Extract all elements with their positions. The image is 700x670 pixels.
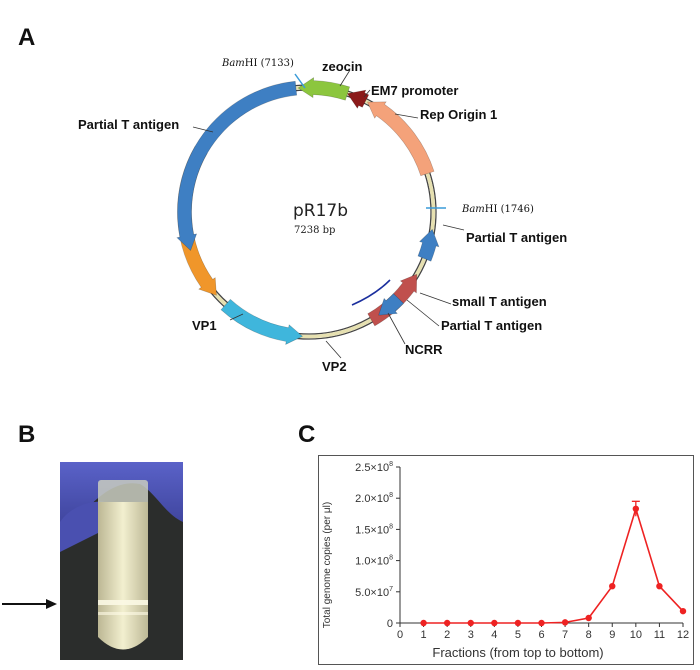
arc-rep-origin — [366, 101, 435, 177]
label-partial-t-top: Partial T antigen — [78, 117, 179, 132]
arc-em7-promoter — [346, 89, 370, 109]
data-point — [585, 614, 592, 622]
panel-label-c: C — [298, 421, 316, 448]
x-tick-label: 10 — [630, 629, 642, 641]
label-bamhi-1746: BamHI (1746) — [461, 204, 534, 215]
ncrr-line — [351, 279, 391, 306]
x-tick-label: 9 — [609, 629, 615, 641]
y-tick-label: 2.5×108 — [355, 461, 393, 474]
x-tick-label: 2 — [444, 629, 450, 641]
x-tick-label: 11 — [654, 629, 665, 641]
label-zeocin: zeocin — [322, 59, 363, 74]
label-small-t: small T antigen — [452, 294, 547, 309]
data-point — [491, 619, 498, 627]
y-tick-label: 5.0×107 — [355, 586, 393, 599]
x-tick-label: 4 — [491, 629, 497, 641]
label-vp2: VP2 — [322, 359, 347, 374]
x-tick-label: 7 — [562, 629, 568, 641]
x-tick-label: 1 — [421, 629, 427, 641]
label-em7-promoter: EM7 promoter — [371, 83, 458, 98]
panel-label-b: B — [18, 421, 36, 448]
x-axis-label: Fractions (from top to bottom) — [432, 645, 603, 660]
x-tick-label: 3 — [468, 629, 474, 641]
leader-lines — [192, 69, 465, 359]
series-line — [423, 506, 684, 624]
data-point — [443, 619, 451, 627]
x-tick-label: 0 — [397, 629, 403, 641]
arc-partial-t-right — [417, 228, 440, 262]
data-point — [656, 582, 663, 590]
label-partial-t-bottom: Partial T antigen — [441, 318, 542, 333]
y-tick-label: 2.0×108 — [355, 492, 393, 505]
data-point — [538, 619, 545, 627]
data-point — [420, 619, 427, 627]
label-partial-t-right: Partial T antigen — [466, 230, 567, 245]
band-arrow — [2, 599, 57, 609]
data-point — [679, 607, 687, 615]
x-tick-label: 12 — [677, 629, 689, 641]
data-point — [632, 505, 640, 513]
label-rep-origin: Rep Origin 1 — [420, 107, 497, 122]
data-point — [561, 619, 569, 626]
x-tick-label: 8 — [586, 629, 592, 641]
y-tick-label: 1.5×108 — [355, 523, 393, 536]
label-bamhi-7133: BamHI (7133) — [221, 58, 294, 69]
tube-photo — [60, 462, 183, 660]
data-point — [609, 582, 616, 590]
x-tick-label: 5 — [515, 629, 521, 641]
bamhi-marker-top — [294, 73, 306, 89]
data-point — [514, 619, 522, 627]
y-tick-label: 0 — [387, 618, 393, 630]
y-tick-label: 1.0×108 — [355, 555, 393, 568]
arc-partial-t-small — [378, 293, 405, 316]
plasmid-size: 7238 bp — [294, 225, 335, 236]
y-axis-label: Total genome copies (per μl) — [322, 502, 333, 628]
plasmid-map: zeocin EM7 promoter Rep Origin 1 Partial… — [78, 58, 567, 374]
arc-partial-t-large — [176, 80, 298, 252]
label-vp1: VP1 — [192, 318, 217, 333]
x-tick-label: 6 — [538, 629, 544, 641]
data-point — [467, 619, 474, 627]
arc-vp2 — [220, 298, 304, 345]
label-ncrr: NCRR — [405, 342, 443, 357]
panel-label-a: A — [18, 24, 36, 51]
plasmid-name: pR17b — [293, 201, 348, 221]
arc-zeocin — [297, 77, 351, 101]
